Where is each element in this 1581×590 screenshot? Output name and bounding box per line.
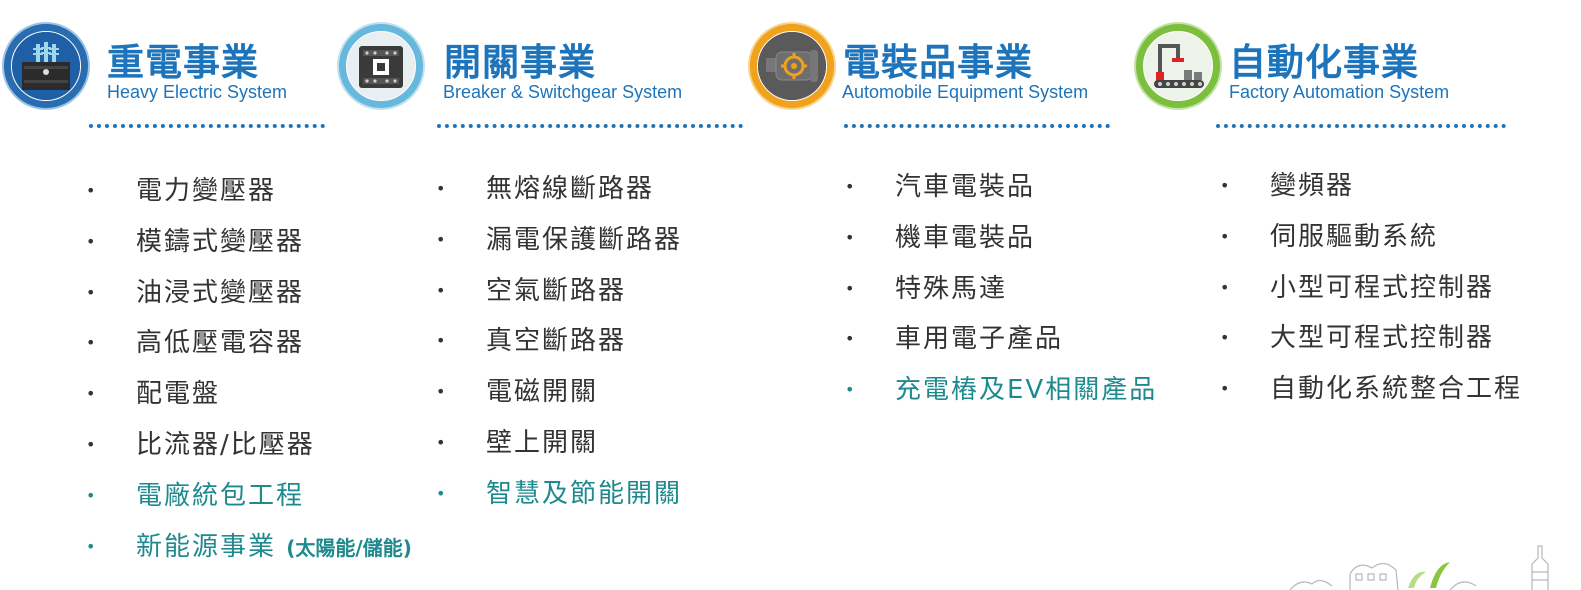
section-subtitle: Heavy Electric System (107, 82, 288, 102)
section-subtitle: Factory Automation System (1229, 82, 1450, 102)
dotted-divider (437, 124, 743, 128)
section-title: 電裝品事業 (843, 41, 1033, 84)
dotted-divider (89, 124, 325, 128)
section-title: 自動化事業 (1229, 41, 1419, 84)
section-icon-ring (4, 24, 88, 108)
section-icon-ring (339, 24, 423, 108)
section-title: 開關事業 (444, 41, 596, 84)
section-title: 重電事業 (107, 41, 259, 84)
dotted-divider (844, 124, 1110, 128)
section-icon-ring (750, 24, 834, 108)
section-icon-ring (1136, 24, 1220, 108)
transformer-icon (12, 32, 80, 100)
city-skyline-decoration-icon (1289, 545, 1549, 590)
dotted-divider (1216, 124, 1506, 128)
motor-gear-icon (758, 32, 826, 100)
breaker-icon (347, 32, 415, 100)
robot-arm-icon (1144, 32, 1212, 100)
section-subtitle: Automobile Equipment System (842, 82, 1089, 102)
section-subtitle: Breaker & Switchgear System (443, 82, 683, 102)
